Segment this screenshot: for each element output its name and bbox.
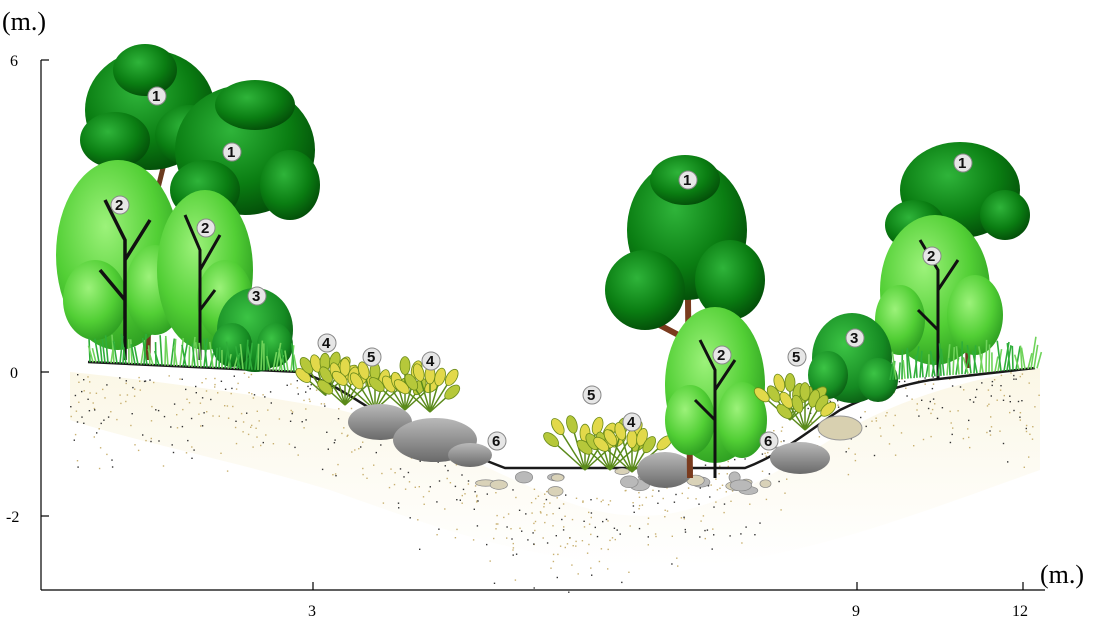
middle-tall-tree xyxy=(605,155,765,479)
svg-text:2: 2 xyxy=(115,197,123,214)
svg-text:4: 4 xyxy=(322,335,331,352)
badge-left-tree-1a: 1 xyxy=(147,86,167,106)
y-axis-unit: (m.) xyxy=(2,7,46,36)
y-tick-label-6: 6 xyxy=(10,53,18,70)
left-slope-herbs xyxy=(295,351,461,413)
badge-right-small-tree-2: 2 xyxy=(922,246,942,266)
svg-text:5: 5 xyxy=(367,349,375,366)
svg-text:5: 5 xyxy=(587,387,595,404)
badge-left-tree-1b: 1 xyxy=(222,142,242,162)
badge-left-herb-4b: 4 xyxy=(421,351,441,371)
badge-right-herb-5: 5 xyxy=(787,347,807,367)
svg-text:1: 1 xyxy=(227,144,235,161)
middle-small-tree xyxy=(665,307,767,478)
y-tick-label-minus2: -2 xyxy=(6,509,19,526)
right-shrub xyxy=(808,313,898,403)
x-tick-label-12: 12 xyxy=(1012,603,1028,620)
badge-channel-herb-5: 5 xyxy=(582,385,602,405)
svg-text:2: 2 xyxy=(927,248,935,265)
svg-text:4: 4 xyxy=(426,353,435,370)
svg-text:6: 6 xyxy=(764,433,772,450)
badge-right-shrub-3: 3 xyxy=(845,328,865,348)
svg-text:6: 6 xyxy=(492,433,500,450)
badge-left-herb-4a: 4 xyxy=(317,333,337,353)
svg-text:2: 2 xyxy=(717,347,725,364)
left-tall-tree-front xyxy=(170,80,320,360)
svg-text:1: 1 xyxy=(958,155,966,172)
badge-left-herb-5: 5 xyxy=(362,347,382,367)
soil-profile xyxy=(70,368,1040,567)
left-bank-grass xyxy=(87,333,298,372)
x-axis-unit: (m.) xyxy=(1040,560,1084,589)
right-slope-herbs xyxy=(753,373,837,431)
badge-right-grass-6: 6 xyxy=(759,431,779,451)
badge-left-shrub-3: 3 xyxy=(247,286,267,306)
svg-text:3: 3 xyxy=(252,288,260,305)
x-tick-label-9: 9 xyxy=(852,603,860,620)
channel-rocks xyxy=(637,415,863,488)
right-bank-grass xyxy=(889,336,1043,381)
badge-left-small-tree-2b: 2 xyxy=(196,218,216,238)
badge-left-small-tree-2a: 2 xyxy=(110,195,130,215)
badge-channel-herb-4: 4 xyxy=(622,412,642,432)
left-slope-rocks xyxy=(348,404,492,467)
right-small-tree xyxy=(875,215,1003,380)
svg-text:1: 1 xyxy=(152,88,160,105)
badge-left-grass-6: 6 xyxy=(487,431,507,451)
badge-middle-tree-1: 1 xyxy=(678,170,698,190)
svg-text:5: 5 xyxy=(792,349,800,366)
badge-middle-small-tree-2: 2 xyxy=(712,345,732,365)
badge-right-tree-1: 1 xyxy=(953,153,973,173)
svg-text:1: 1 xyxy=(683,172,691,189)
x-tick-label-3: 3 xyxy=(308,603,316,620)
svg-text:2: 2 xyxy=(201,220,209,237)
svg-text:4: 4 xyxy=(627,414,636,431)
channel-herbs xyxy=(543,415,673,473)
y-tick-label-0: 0 xyxy=(10,365,18,382)
svg-text:3: 3 xyxy=(850,330,858,347)
